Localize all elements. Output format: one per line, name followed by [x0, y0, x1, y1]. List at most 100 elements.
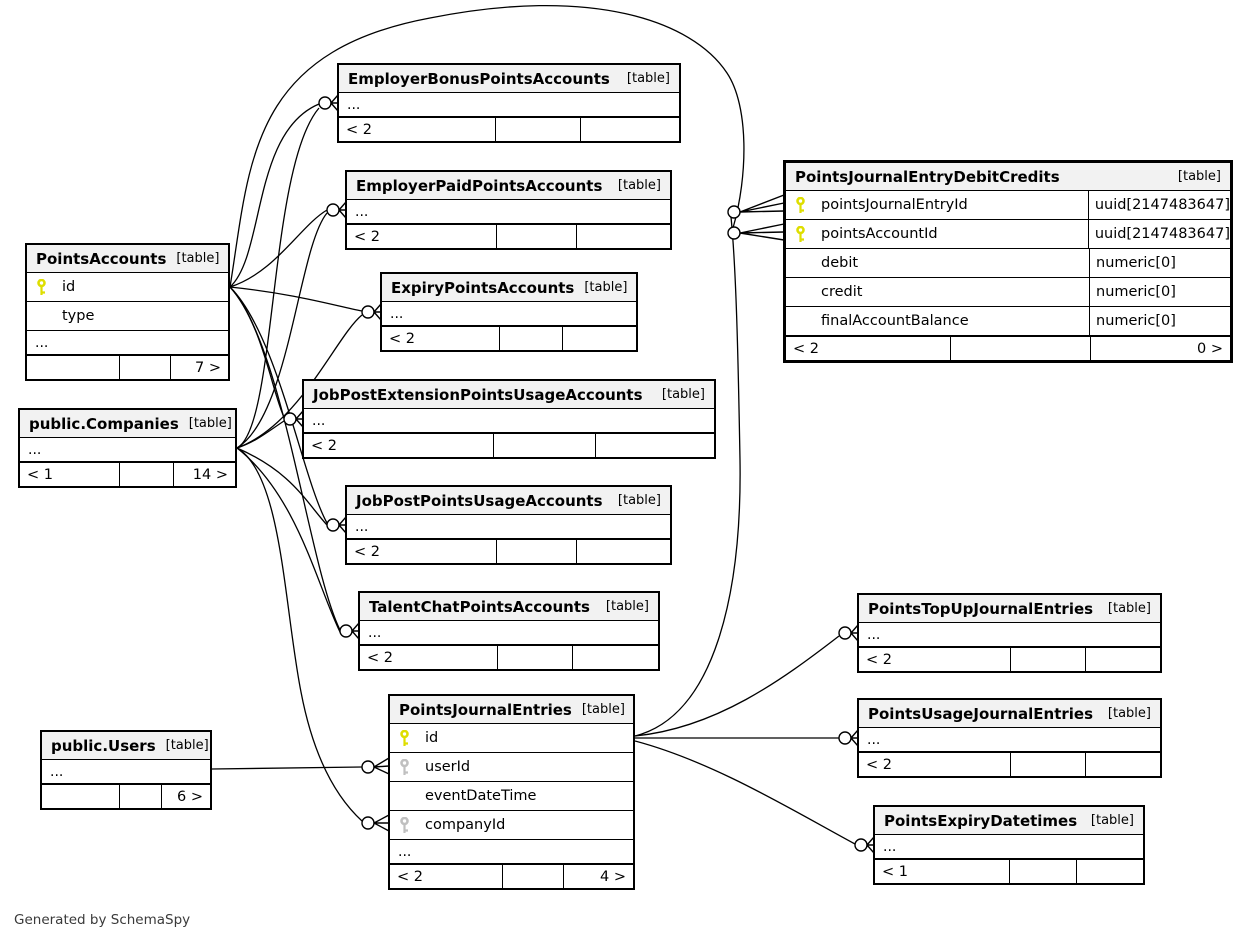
footer-cell: < 2 — [866, 756, 892, 773]
table-header: TalentChatPointsAccounts [table] — [360, 593, 658, 621]
table-tag: [table] — [1107, 601, 1151, 616]
crowfoot-connector-journalentries-userid — [361, 757, 390, 775]
crowfoot-connector-talentchat — [339, 622, 360, 640]
relationship-connectors — [283, 94, 875, 854]
crowfoot-connector-expirypoints — [361, 303, 382, 321]
collapsed-columns-row: ... — [339, 93, 679, 117]
collapsed-columns-row: ... — [382, 302, 636, 326]
rel-curve-companies-to-talentchat — [236, 447, 341, 633]
table-node-employerbonuspointsaccounts[interactable]: EmployerBonusPointsAccounts [table] ... … — [337, 63, 681, 143]
column-name: finalAccountBalance — [821, 313, 969, 329]
table-tag: [table] — [165, 738, 209, 753]
table-header: public.Companies [table] — [20, 410, 235, 438]
rel-curve-companies-to-jobpostextension — [236, 420, 285, 449]
footer-cell — [1009, 860, 1076, 883]
table-tag: [table] — [176, 251, 220, 266]
rel-curve-pointsaccounts-to-expirypoints — [229, 286, 363, 312]
column-type: numeric[0] — [1089, 307, 1230, 335]
footer-cell — [118, 463, 173, 486]
footer-cell — [498, 327, 563, 350]
table-node-pointsusagejournalentries[interactable]: PointsUsageJournalEntries [table] ... < … — [857, 698, 1162, 778]
collapsed-columns-row: ... — [390, 840, 633, 864]
table-tag: [table] — [626, 71, 670, 86]
footer-cell — [576, 540, 670, 563]
crowfoot-connector-topup — [838, 624, 859, 642]
footer-cell — [1009, 648, 1085, 671]
table-node-users[interactable]: public.Users [table] ... 6 > — [40, 730, 212, 810]
table-name: TalentChatPointsAccounts — [369, 597, 590, 616]
table-footer: < 1 14 > — [20, 462, 235, 486]
primary-key-icon — [36, 278, 58, 296]
column-name: userId — [425, 759, 471, 775]
footer-cell — [119, 785, 161, 808]
rel-curve-pointsaccounts-to-talentchat — [229, 286, 341, 631]
footer-cell: < 1 — [27, 466, 53, 483]
footer-cell — [501, 865, 563, 888]
column-row: companyId — [390, 811, 633, 840]
footer-cell — [497, 646, 572, 669]
table-node-pointsexpirydatetimes[interactable]: PointsExpiryDatetimes [table] ... < 1 — [873, 805, 1145, 885]
table-header: PointsJournalEntries [table] — [390, 696, 633, 724]
table-name: PointsExpiryDatetimes — [884, 811, 1078, 830]
footer-cell — [562, 327, 636, 350]
table-header: PointsUsageJournalEntries [table] — [859, 700, 1160, 728]
table-node-talentchatpointsaccounts[interactable]: TalentChatPointsAccounts [table] ... < 2 — [358, 591, 660, 671]
table-header: JobPostPointsUsageAccounts [table] — [347, 487, 670, 515]
footer-cell: < 2 — [367, 649, 393, 666]
table-node-pointstopupjournalentries[interactable]: PointsTopUpJournalEntries [table] ... < … — [857, 593, 1162, 673]
table-node-jobpostpointsusageaccounts[interactable]: JobPostPointsUsageAccounts [table] ... <… — [345, 485, 672, 565]
table-node-companies[interactable]: public.Companies [table] ... < 1 14 > — [18, 408, 237, 488]
table-header: JobPostExtensionPointsUsageAccounts [tab… — [304, 381, 714, 409]
table-footer: < 2 — [339, 117, 679, 141]
column-row: eventDateTime — [390, 782, 633, 811]
table-name: public.Users — [51, 736, 156, 755]
table-name: EmployerPaidPointsAccounts — [356, 176, 603, 195]
collapsed-columns-row: ... — [360, 621, 658, 645]
column-name: credit — [821, 284, 863, 300]
table-node-pointsjournalentrydebitcredits[interactable]: PointsJournalEntryDebitCredits [table] p… — [783, 160, 1233, 363]
table-tag: [table] — [605, 599, 649, 614]
table-node-jobpostextensionpointsusageaccounts[interactable]: JobPostExtensionPointsUsageAccounts [tab… — [302, 379, 716, 459]
column-name: pointsAccountId — [821, 226, 938, 242]
table-footer: < 2 — [859, 647, 1160, 671]
table-footer: < 2 — [347, 224, 670, 248]
footer-cell: 4 > — [562, 865, 633, 888]
table-node-pointsaccounts[interactable]: PointsAccounts [table] id type ... 7 > — [25, 243, 230, 381]
column-name: companyId — [425, 817, 506, 833]
footer-cell: 7 > — [169, 356, 228, 379]
table-node-expirypointsaccounts[interactable]: ExpiryPointsAccounts [table] ... < 2 — [380, 272, 638, 352]
column-row: pointsAccountId uuid[2147483647] — [786, 220, 1230, 249]
column-name: id — [425, 730, 439, 746]
table-footer: < 2 — [347, 539, 670, 563]
column-row: finalAccountBalance numeric[0] — [786, 307, 1230, 336]
table-tag: [table] — [617, 178, 661, 193]
table-footer: 6 > — [42, 784, 210, 808]
table-node-employerpaidpointsaccounts[interactable]: EmployerPaidPointsAccounts [table] ... <… — [345, 170, 672, 250]
column-row: debit numeric[0] — [786, 249, 1230, 278]
collapsed-columns-row: ... — [347, 200, 670, 224]
footer-cell: < 2 — [354, 228, 380, 245]
crowfoot-connector-employerpaid — [326, 201, 347, 219]
table-node-pointsjournalentries[interactable]: PointsJournalEntries [table] id userId e… — [388, 694, 635, 890]
footer-cell: 0 > — [1090, 337, 1230, 360]
footer-cell — [495, 118, 580, 141]
crowfoot-connector-debitcredits-pointsjournalentryid — [727, 194, 785, 219]
footer-cell: < 2 — [346, 121, 372, 138]
table-footer: < 2 4 > — [390, 864, 633, 888]
footer-cell — [1084, 753, 1160, 776]
footer-cell — [1009, 753, 1085, 776]
collapsed-columns-row: ... — [859, 728, 1160, 752]
rel-curve-companies-to-employerpaid — [236, 212, 328, 449]
table-footer: < 2 — [360, 645, 658, 669]
table-name: JobPostPointsUsageAccounts — [356, 491, 603, 510]
collapsed-columns-row: ... — [20, 438, 235, 462]
footer-cell — [119, 356, 169, 379]
footer-cell — [1076, 860, 1143, 883]
primary-key-icon — [399, 729, 421, 747]
table-tag: [table] — [581, 702, 625, 717]
collapsed-columns-row: ... — [304, 409, 714, 433]
table-header: PointsExpiryDatetimes [table] — [875, 807, 1143, 835]
table-name: PointsTopUpJournalEntries — [868, 599, 1094, 618]
table-header: public.Users [table] — [42, 732, 210, 760]
